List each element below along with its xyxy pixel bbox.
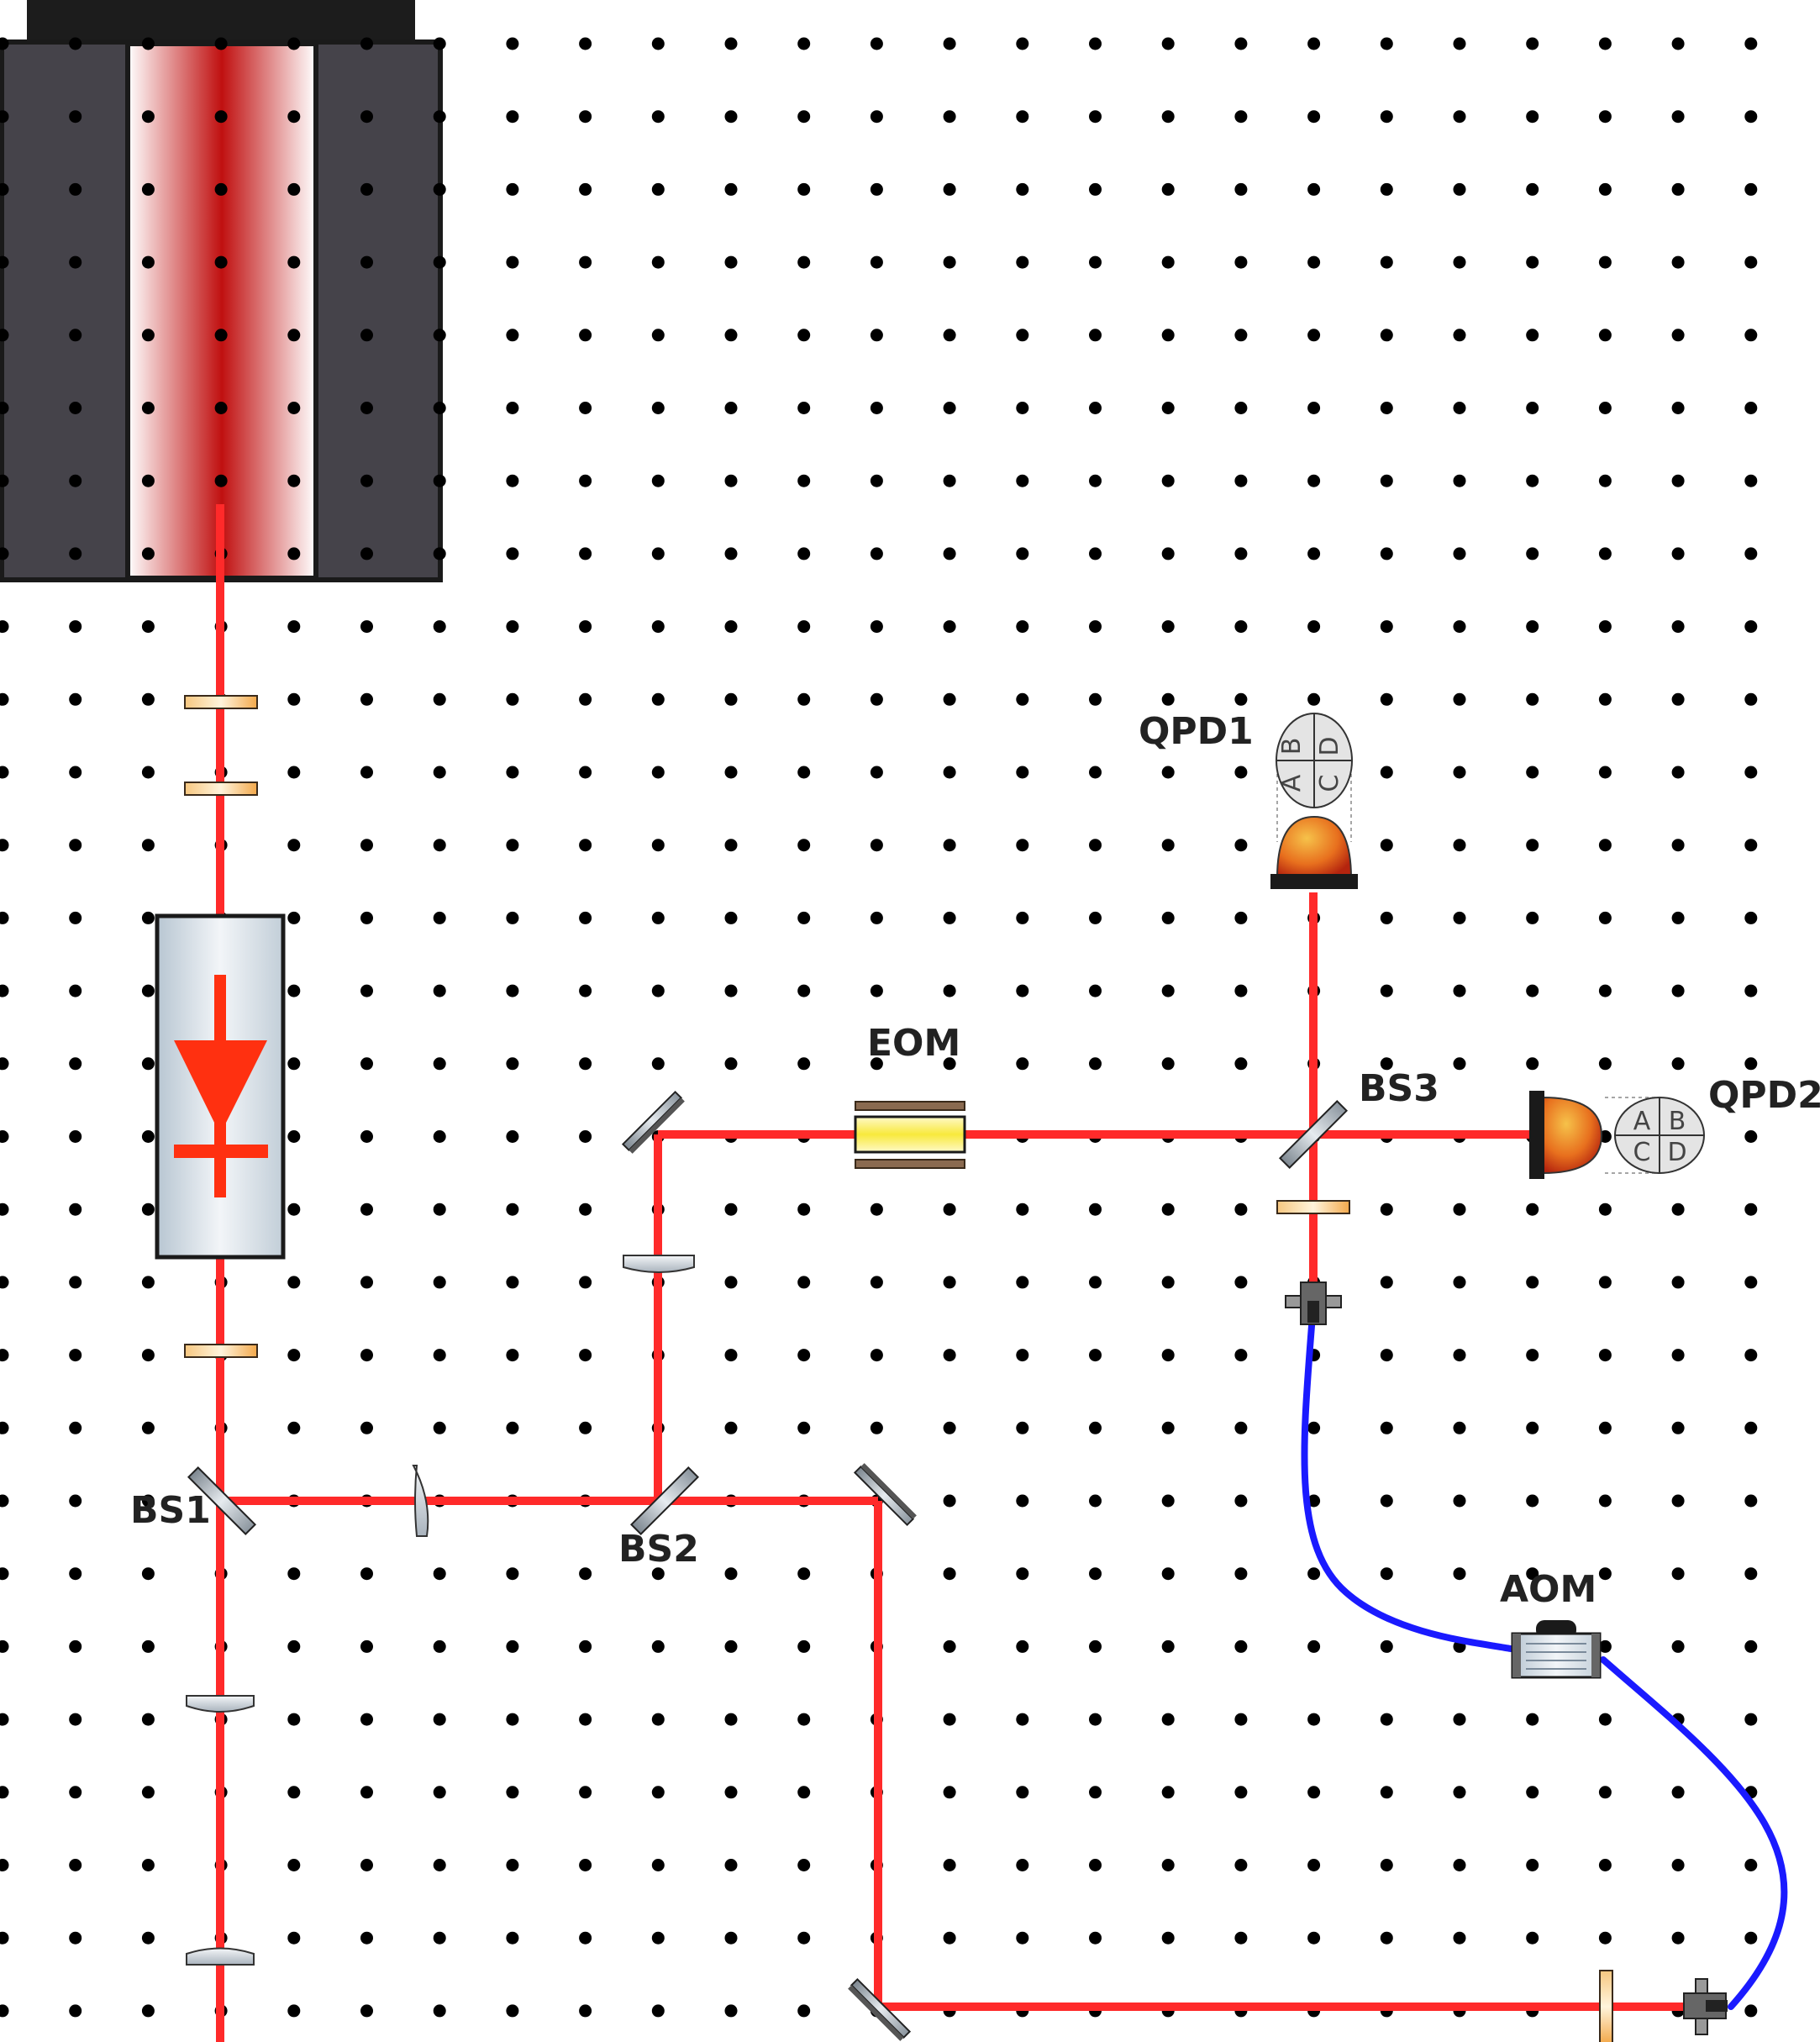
- waveplate-1: [184, 695, 258, 709]
- lens-2: [186, 1947, 255, 1966]
- eom-modulator: [854, 1101, 966, 1169]
- mirror-top: [621, 1090, 685, 1154]
- optical-fiber: [1301, 1312, 1788, 2010]
- waveplate-5: [1599, 1970, 1613, 2042]
- label-bs2: BS2: [618, 1528, 699, 1571]
- lens-1: [186, 1695, 255, 1713]
- qpd2-segment-a: A: [1633, 1107, 1651, 1136]
- qpd1-segment-b: B: [1277, 738, 1307, 755]
- optical-isolator-icon: [155, 913, 286, 1260]
- label-qpd1: QPD1: [1139, 710, 1254, 753]
- mirror-right: [853, 1463, 917, 1527]
- beam-splitter-bs3: [1278, 1099, 1349, 1170]
- waveplate-2: [184, 782, 258, 796]
- quadrant-photodiode-icon: [1270, 713, 1358, 889]
- mirror-bottom: [848, 1977, 912, 2041]
- fiber-coupler-icon: [1683, 1978, 1728, 2035]
- waveplate-3: [184, 1344, 258, 1358]
- breadboard-holes: [0, 37, 1758, 2018]
- fiber-coupler-icon: [1285, 1282, 1342, 1325]
- label-bs1: BS1: [130, 1489, 211, 1532]
- qpd1-segment-c: C: [1315, 775, 1344, 792]
- qpd1-segment-a: A: [1277, 774, 1307, 792]
- label-bs3: BS3: [1359, 1067, 1439, 1110]
- label-eom: EOM: [867, 1022, 960, 1065]
- qpd2-segment-b: B: [1669, 1107, 1686, 1136]
- qpd2-segment-d: D: [1667, 1138, 1686, 1167]
- lens-4: [623, 1255, 695, 1273]
- quadrant-photodiode-icon: [1529, 1091, 1705, 1179]
- label-qpd2: QPD2: [1708, 1074, 1820, 1117]
- qpd2-segment-c: C: [1633, 1138, 1651, 1167]
- lens-3: [412, 1465, 429, 1537]
- qpd1-segment-d: D: [1315, 736, 1344, 755]
- beam-splitter-bs1: [187, 1466, 257, 1536]
- waveplate-4: [1276, 1200, 1350, 1214]
- label-aom: AOM: [1500, 1568, 1596, 1611]
- aom-modulator: [1511, 1620, 1602, 1679]
- laser-source-icon: [0, 0, 443, 582]
- laser-beam-paths: [216, 504, 1714, 2042]
- laser-housing-holes: [0, 37, 446, 560]
- beam-splitter-bs2: [629, 1466, 700, 1536]
